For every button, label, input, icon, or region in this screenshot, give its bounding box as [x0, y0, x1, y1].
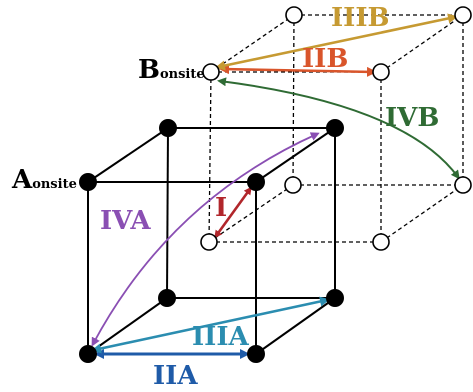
label-IIIB: IIIB	[331, 3, 389, 33]
b-edge	[292, 14, 295, 186]
b-site-marker	[454, 176, 472, 194]
a-site-marker	[158, 289, 176, 307]
label-IIA: IIA	[153, 361, 198, 391]
a-site-marker	[326, 289, 344, 307]
b-site-marker	[285, 6, 303, 24]
a-edge	[87, 127, 169, 183]
a-site-marker	[247, 173, 265, 191]
b-site-marker	[454, 6, 472, 24]
b-edge	[210, 14, 295, 73]
arrow-IIIB	[215, 13, 458, 71]
b-site-marker	[284, 176, 302, 194]
arrow-IIB	[219, 64, 377, 77]
b-onsite-label-main: B	[138, 55, 160, 85]
b-site-marker	[372, 63, 390, 81]
a-onsite-label-sub: onsite	[32, 177, 77, 192]
arrow-IVB	[217, 77, 460, 180]
b-onsite-label: Bonsite	[138, 55, 205, 85]
b-site-marker	[200, 233, 218, 251]
a-edge	[255, 127, 336, 183]
a-site-marker	[79, 345, 97, 363]
b-onsite-label-sub: onsite	[160, 67, 205, 82]
a-onsite-label-main: A	[11, 165, 33, 195]
label-I: I	[215, 193, 227, 223]
a-site-marker	[247, 345, 265, 363]
a-site-marker	[159, 119, 177, 137]
a-edge	[166, 127, 169, 299]
a-onsite-label: Aonsite	[11, 165, 77, 195]
a-edge	[87, 297, 168, 355]
b-site-marker	[202, 63, 220, 81]
label-IVA: IVA	[100, 206, 151, 236]
label-IVB: IVB	[385, 103, 439, 133]
label-IIIA: IIIA	[192, 322, 249, 352]
arrow-I	[214, 186, 252, 239]
interaction-arrows	[91, 13, 460, 359]
b-edge	[208, 71, 212, 243]
a-site-marker	[79, 173, 97, 191]
arrow-IVA	[91, 132, 320, 347]
label-IIB: IIB	[302, 44, 348, 74]
b-sites	[200, 6, 472, 251]
a-sites	[79, 119, 344, 363]
b-edge	[380, 184, 464, 243]
a-site-marker	[326, 119, 344, 137]
b-site-marker	[372, 233, 390, 251]
